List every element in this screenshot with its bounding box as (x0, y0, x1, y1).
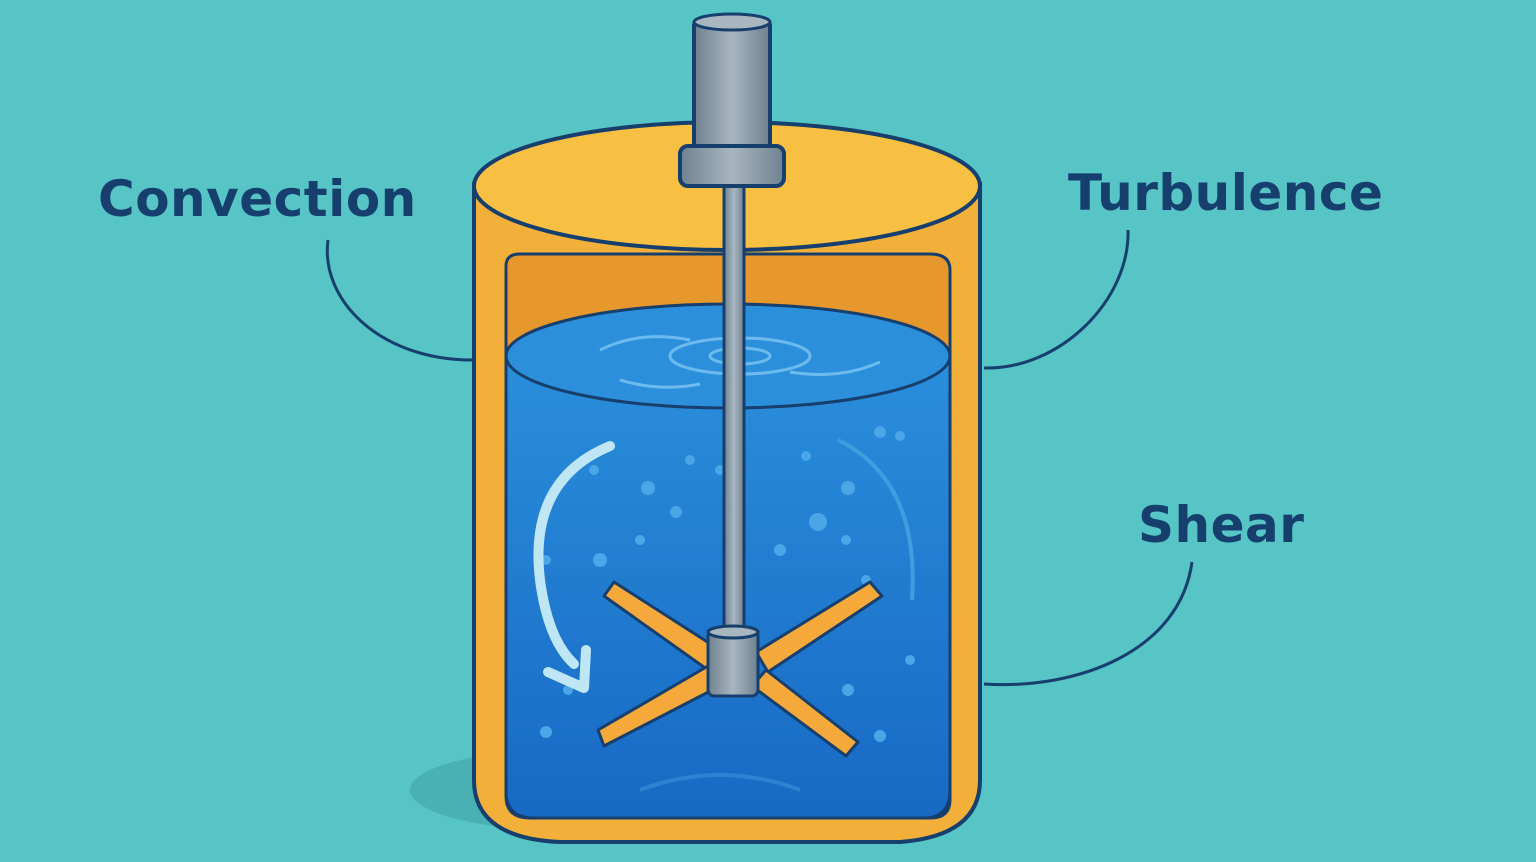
turbulence-connector (983, 229, 1130, 370)
mixer-shaft (722, 184, 746, 648)
impeller (596, 580, 884, 758)
motor-cap (692, 12, 772, 32)
shear-connector (983, 561, 1194, 687)
convection-label: Convection (98, 170, 417, 228)
curved-arrow-down-icon (533, 441, 615, 693)
bubbles (540, 426, 915, 742)
shear-label: Shear (1138, 496, 1305, 554)
flow-arc-right (837, 438, 915, 601)
turbulence-label: Turbulence (1068, 164, 1384, 222)
flow-swirl-bottom (639, 773, 801, 792)
shaft-collar (678, 144, 786, 188)
convection-connector (325, 239, 473, 362)
hub-top (706, 624, 760, 640)
motor-housing (692, 18, 772, 162)
impeller-hub (706, 628, 760, 698)
